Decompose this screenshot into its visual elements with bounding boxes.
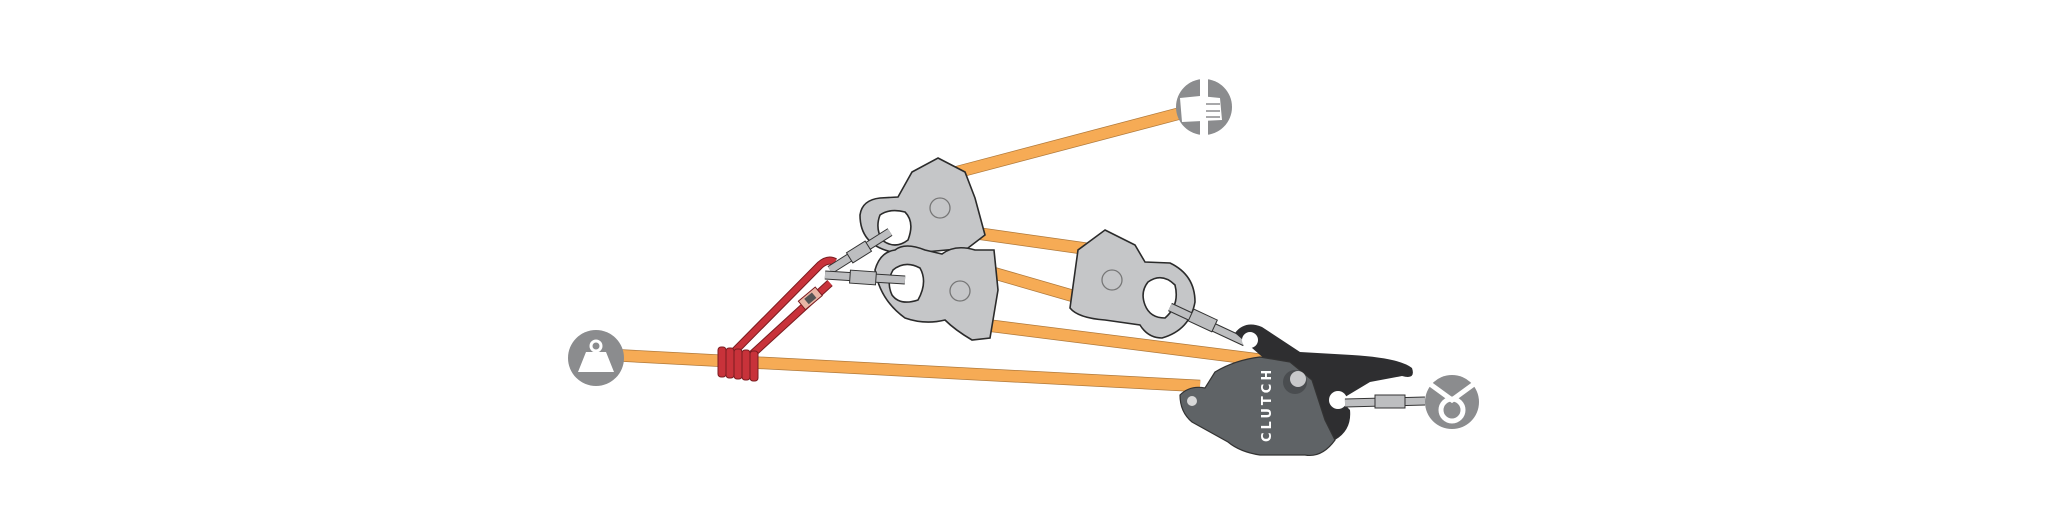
clutch-device: CLUTCH	[1179, 324, 1413, 457]
weight-icon	[568, 330, 624, 386]
clutch-label: CLUTCH	[1260, 367, 1275, 442]
rope-pulley2-to-clutch	[984, 318, 1263, 367]
prusik-cord	[717, 256, 837, 382]
ropes	[611, 105, 1263, 393]
connector-anchor	[1344, 394, 1426, 409]
connector-pulley-middle	[824, 269, 906, 286]
pulley-right	[1069, 229, 1196, 339]
rope-load-to-clutch	[611, 348, 1201, 393]
pulley-middle	[874, 245, 999, 341]
connector-pulley-right	[1168, 302, 1247, 347]
rope-pulley-to-hand	[948, 105, 1187, 181]
clutch-handle	[1235, 324, 1413, 448]
prusik-label-tag	[797, 286, 823, 311]
prusik-knot	[717, 346, 759, 382]
rope-pulley2-to-pulley3	[988, 265, 1082, 305]
rope-pulley1-to-pulley3	[974, 226, 1096, 257]
fist-hand-icon	[1176, 79, 1232, 135]
connector-pulley-top	[827, 228, 893, 274]
anchor-icon	[1425, 375, 1479, 429]
